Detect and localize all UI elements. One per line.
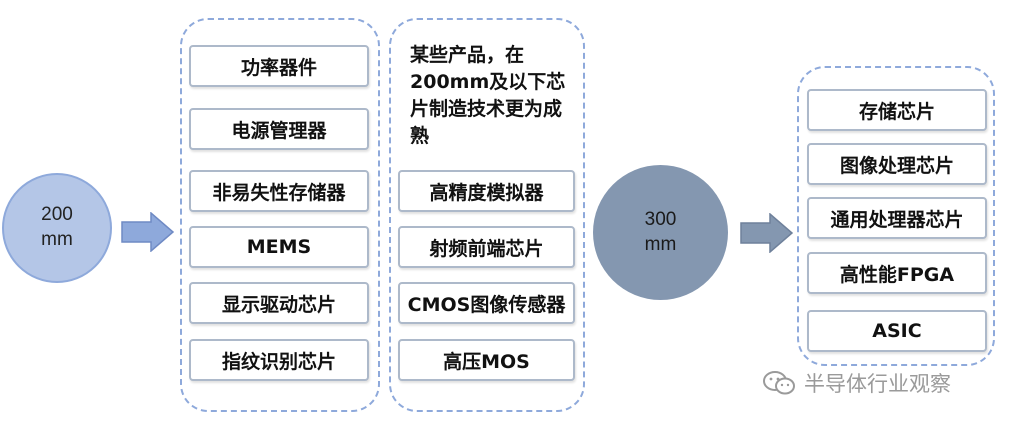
circle-300mm-unit: mm [644,233,677,255]
product-item: 高性能FPGA [807,252,987,294]
product-item: 通用处理器芯片 [807,197,987,239]
product-item: 图像处理芯片 [807,143,987,185]
circle-200mm-value: 200 [41,204,73,226]
watermark-text: 半导体行业观察 [804,372,951,396]
circle-200mm-unit: mm [41,229,73,250]
product-item: 射频前端芯片 [398,226,575,268]
circle-200mm: 200 mm [2,173,112,283]
right-arrow-icon [740,213,794,253]
product-item: 非易失性存储器 [189,170,369,212]
product-item: 显示驱动芯片 [189,282,369,324]
product-item: 功率器件 [189,45,369,87]
product-item: 高精度模拟器 [398,170,575,212]
wechat-icon [763,371,795,395]
group-note: 某些产品，在200mm及以下芯片制造技术更为成熟 [410,44,566,147]
product-item: ASIC [807,310,987,352]
product-item: 存储芯片 [807,89,987,131]
product-item: CMOS图像传感器 [398,282,575,324]
circle-300mm: 300 mm [593,165,728,300]
product-item: 指纹识别芯片 [189,339,369,381]
circle-300mm-value: 300 [644,208,677,230]
product-item: 高压MOS [398,339,575,381]
product-item: 电源管理器 [189,108,369,150]
right-arrow-icon [121,212,175,252]
product-item: MEMS [189,226,369,268]
watermark: 半导体行业观察 [762,369,951,397]
